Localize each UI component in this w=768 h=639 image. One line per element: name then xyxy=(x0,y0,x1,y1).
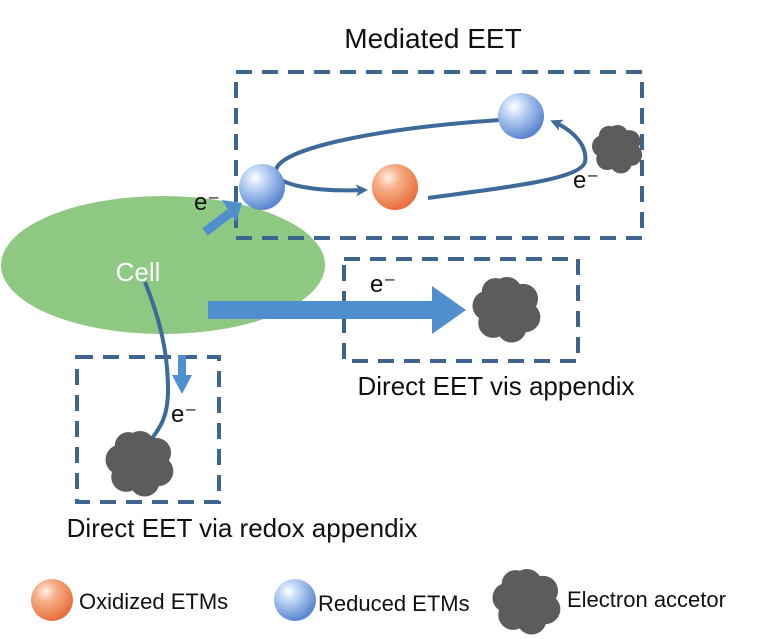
electron-label-direct: e⁻ xyxy=(370,271,396,298)
mediated-eet-title: Mediated EET xyxy=(344,23,521,54)
direct-arrow-head xyxy=(432,286,466,334)
reduced-etm-left xyxy=(239,164,285,210)
electron-label-redox: e⁻ xyxy=(171,401,197,428)
acceptor-mediated-icon xyxy=(592,125,643,174)
reduced-etm-icon xyxy=(274,579,316,621)
acceptor-direct-icon xyxy=(472,276,541,343)
cell-body xyxy=(1,196,325,334)
oxidized-etm-icon xyxy=(31,579,73,621)
redox-appendix-wire xyxy=(143,281,171,446)
loop-forward-path xyxy=(427,119,588,200)
direct-redox-title: Direct EET via redox appendix xyxy=(67,513,418,543)
legend-reduced-label: Reduced ETMs xyxy=(318,591,470,616)
electron-acceptor-icon xyxy=(492,568,561,635)
legend-acceptor-label: Electron accetor xyxy=(567,587,726,612)
cell-to-etm-arrow xyxy=(202,209,233,236)
cell-to-etm-arrowhead xyxy=(222,200,242,222)
redox-arrow-head xyxy=(172,375,192,394)
direct-arrow-shaft xyxy=(208,301,436,319)
loop-return-path xyxy=(273,118,501,197)
oxidized-etm-middle xyxy=(372,164,418,210)
cell-label: Cell xyxy=(116,257,161,287)
redox-arrow-shaft xyxy=(178,355,186,377)
acceptor-redox-icon xyxy=(105,430,174,497)
electron-label-mediated-left: e⁻ xyxy=(194,189,220,216)
reduced-etm-right xyxy=(498,93,544,139)
electron-label-mediated-right: e⁻ xyxy=(573,167,599,194)
direct-redox-box xyxy=(75,355,221,504)
direct-appendix-box xyxy=(342,257,580,363)
direct-appendix-title: Direct EET vis appendix xyxy=(358,371,635,401)
legend-oxidized-label: Oxidized ETMs xyxy=(79,589,228,614)
